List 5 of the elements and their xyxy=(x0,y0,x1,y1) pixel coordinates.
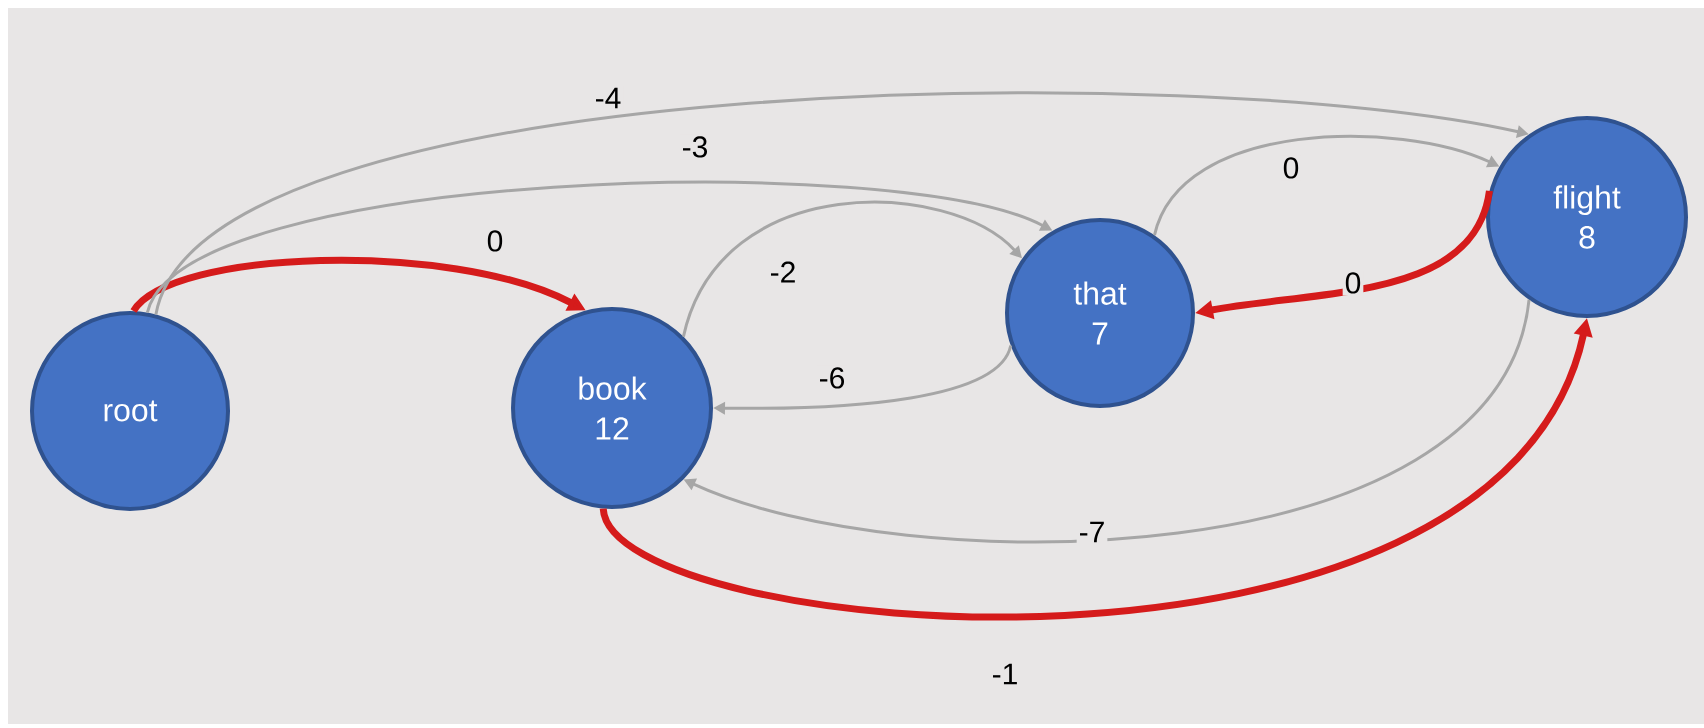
edge-label: 0 xyxy=(1280,155,1302,181)
edge-label: 0 xyxy=(484,228,506,254)
edge-label: -6 xyxy=(816,365,848,391)
edge-label: 0 xyxy=(1342,270,1364,296)
edge-label: -3 xyxy=(679,134,711,160)
